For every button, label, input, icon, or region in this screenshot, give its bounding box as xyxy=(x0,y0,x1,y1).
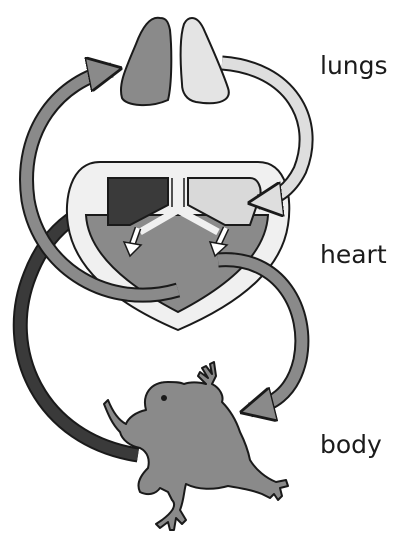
lungs-label: lungs xyxy=(320,53,388,78)
right-lung xyxy=(121,18,171,105)
body-label: body xyxy=(320,432,382,457)
left-lung xyxy=(181,18,229,103)
heart-label: heart xyxy=(320,242,387,267)
frog-icon xyxy=(104,362,288,530)
